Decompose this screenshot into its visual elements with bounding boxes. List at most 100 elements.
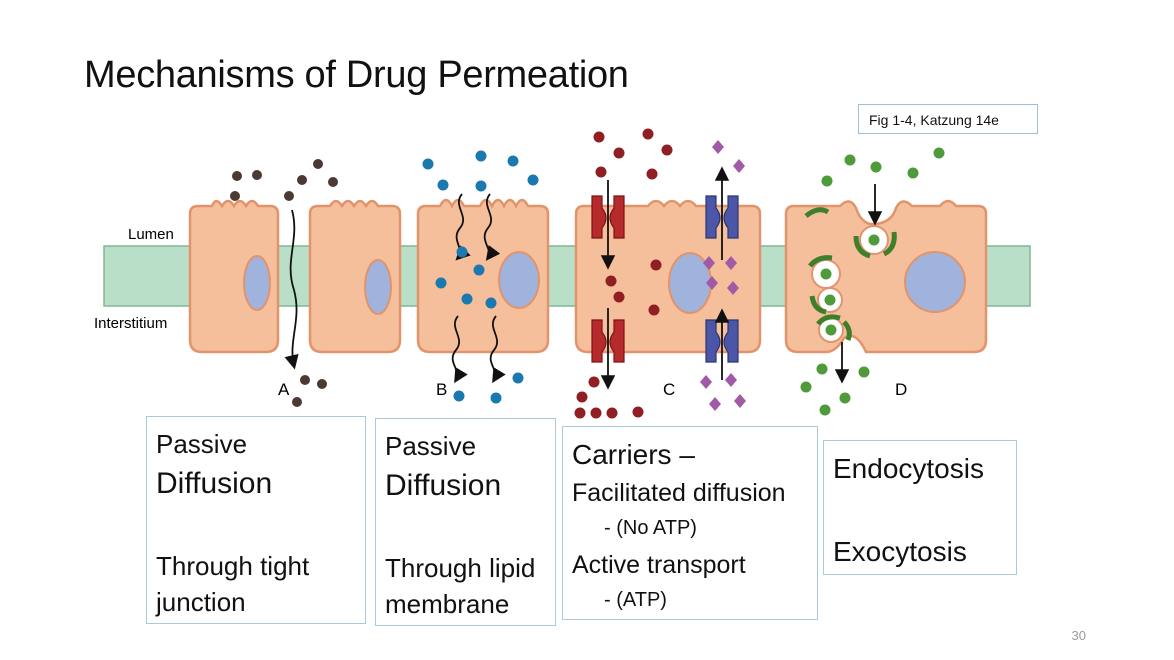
drug-particle <box>230 191 240 201</box>
tight-junction-arrow <box>284 209 299 370</box>
drug-particle <box>709 397 721 411</box>
drug-particle <box>613 291 625 303</box>
box-b-line1: Passive <box>385 431 477 461</box>
drug-particle <box>300 375 310 385</box>
drug-particle <box>593 131 605 143</box>
coat-protein-arcs <box>804 207 897 341</box>
drug-particle <box>252 170 262 180</box>
drug-particle <box>646 168 658 180</box>
figure-citation: Fig 1-4, Katzung 14e <box>858 104 1038 134</box>
drug-particle <box>734 394 746 408</box>
drug-particle <box>475 150 487 162</box>
drug-particle <box>821 175 833 187</box>
cell-c <box>574 199 762 354</box>
drug-particle <box>232 171 242 181</box>
box-c-line1: Carriers – <box>572 439 695 470</box>
endocytosis-particles <box>800 147 945 416</box>
box-endo-exocytosis: Endocytosis Exocytosis <box>823 440 1017 575</box>
box-b-line4: membrane <box>385 589 510 619</box>
drug-particle <box>613 147 625 159</box>
drug-particle <box>485 297 497 309</box>
box-a-line3: Through tight <box>156 551 310 581</box>
drug-particle <box>588 376 600 388</box>
cell-d <box>784 199 988 354</box>
panel-c-label: C <box>663 380 675 399</box>
drug-particle <box>456 246 468 258</box>
box-a-line1: Passive <box>156 429 248 459</box>
drug-particle <box>313 159 323 169</box>
panel-c: C <box>574 128 762 419</box>
drug-particle <box>507 155 519 167</box>
drug-particle <box>825 324 837 336</box>
panel-a-label: A <box>278 380 290 399</box>
cell-a-left <box>188 199 280 354</box>
box-carriers: Carriers – Facilitated diffusion - (No A… <box>562 426 818 620</box>
carrier-protein-blue <box>705 195 739 363</box>
drug-particle <box>606 407 618 419</box>
drug-particle <box>800 381 812 393</box>
drug-particle <box>712 140 724 154</box>
drug-particle <box>437 179 449 191</box>
drug-particle <box>435 277 447 289</box>
passive-drug-particles <box>230 159 338 407</box>
carrier-red-particles <box>574 128 673 419</box>
drug-particle <box>844 154 856 166</box>
drug-particle <box>824 294 836 306</box>
drug-particle <box>648 304 660 316</box>
cell-b <box>416 198 550 354</box>
drug-particle <box>512 372 524 384</box>
drug-particle <box>590 407 602 419</box>
box-d-line2: Exocytosis <box>833 536 967 567</box>
drug-particle <box>461 293 473 305</box>
box-passive-tight-junction: Passive Diffusion Through tight junction <box>146 416 366 624</box>
drug-particle <box>725 373 737 387</box>
lipid-diffusion-arrow <box>451 315 468 384</box>
drug-particle <box>527 174 539 186</box>
drug-particle <box>661 144 673 156</box>
drug-particle <box>820 268 832 280</box>
drug-particle <box>475 180 487 192</box>
drug-particle <box>642 128 654 140</box>
drug-particle <box>284 191 294 201</box>
slide-title: Mechanisms of Drug Permeation <box>84 54 629 96</box>
drug-particle <box>706 276 718 290</box>
box-b-line3: Through lipid <box>385 553 536 583</box>
drug-particle <box>907 167 919 179</box>
drug-particle <box>292 397 302 407</box>
box-c-line2: Facilitated diffusion <box>572 479 786 507</box>
drug-particle <box>703 256 715 270</box>
interstitium-label: Interstitium <box>94 315 167 332</box>
drug-particle <box>576 391 588 403</box>
box-a-line4: junction <box>156 587 246 617</box>
box-b-line2: Diffusion <box>385 469 502 502</box>
nucleus <box>498 251 540 309</box>
drug-particle <box>870 161 882 173</box>
drug-particle <box>605 275 617 287</box>
drug-particle <box>868 234 880 246</box>
lipid-diffusion-arrow <box>483 193 501 261</box>
box-a-line2: Diffusion <box>156 467 273 500</box>
drug-particle <box>574 407 586 419</box>
box-d-line1: Endocytosis <box>833 453 984 484</box>
carrier-purple-particles <box>700 140 746 411</box>
panel-d-label: D <box>895 380 907 399</box>
panel-d: D <box>784 147 988 416</box>
lipid-drug-particles <box>422 150 539 404</box>
drug-particle <box>819 404 831 416</box>
drug-particle <box>317 379 327 389</box>
nucleus <box>364 259 392 315</box>
box-c-line4: Active transport <box>572 551 746 579</box>
drug-particle <box>933 147 945 159</box>
panel-b-label: B <box>436 380 447 399</box>
page-number: 30 <box>1071 628 1086 643</box>
drug-particle <box>839 392 851 404</box>
drug-particle <box>595 166 607 178</box>
drug-particle <box>453 390 465 402</box>
drug-particle <box>297 175 307 185</box>
box-c-line3: - (No ATP) <box>604 517 697 539</box>
drug-particle <box>473 264 485 276</box>
nucleus <box>243 255 271 311</box>
drug-particle <box>816 363 828 375</box>
drug-particle <box>733 159 745 173</box>
box-passive-lipid-membrane: Passive Diffusion Through lipid membrane <box>375 418 556 626</box>
